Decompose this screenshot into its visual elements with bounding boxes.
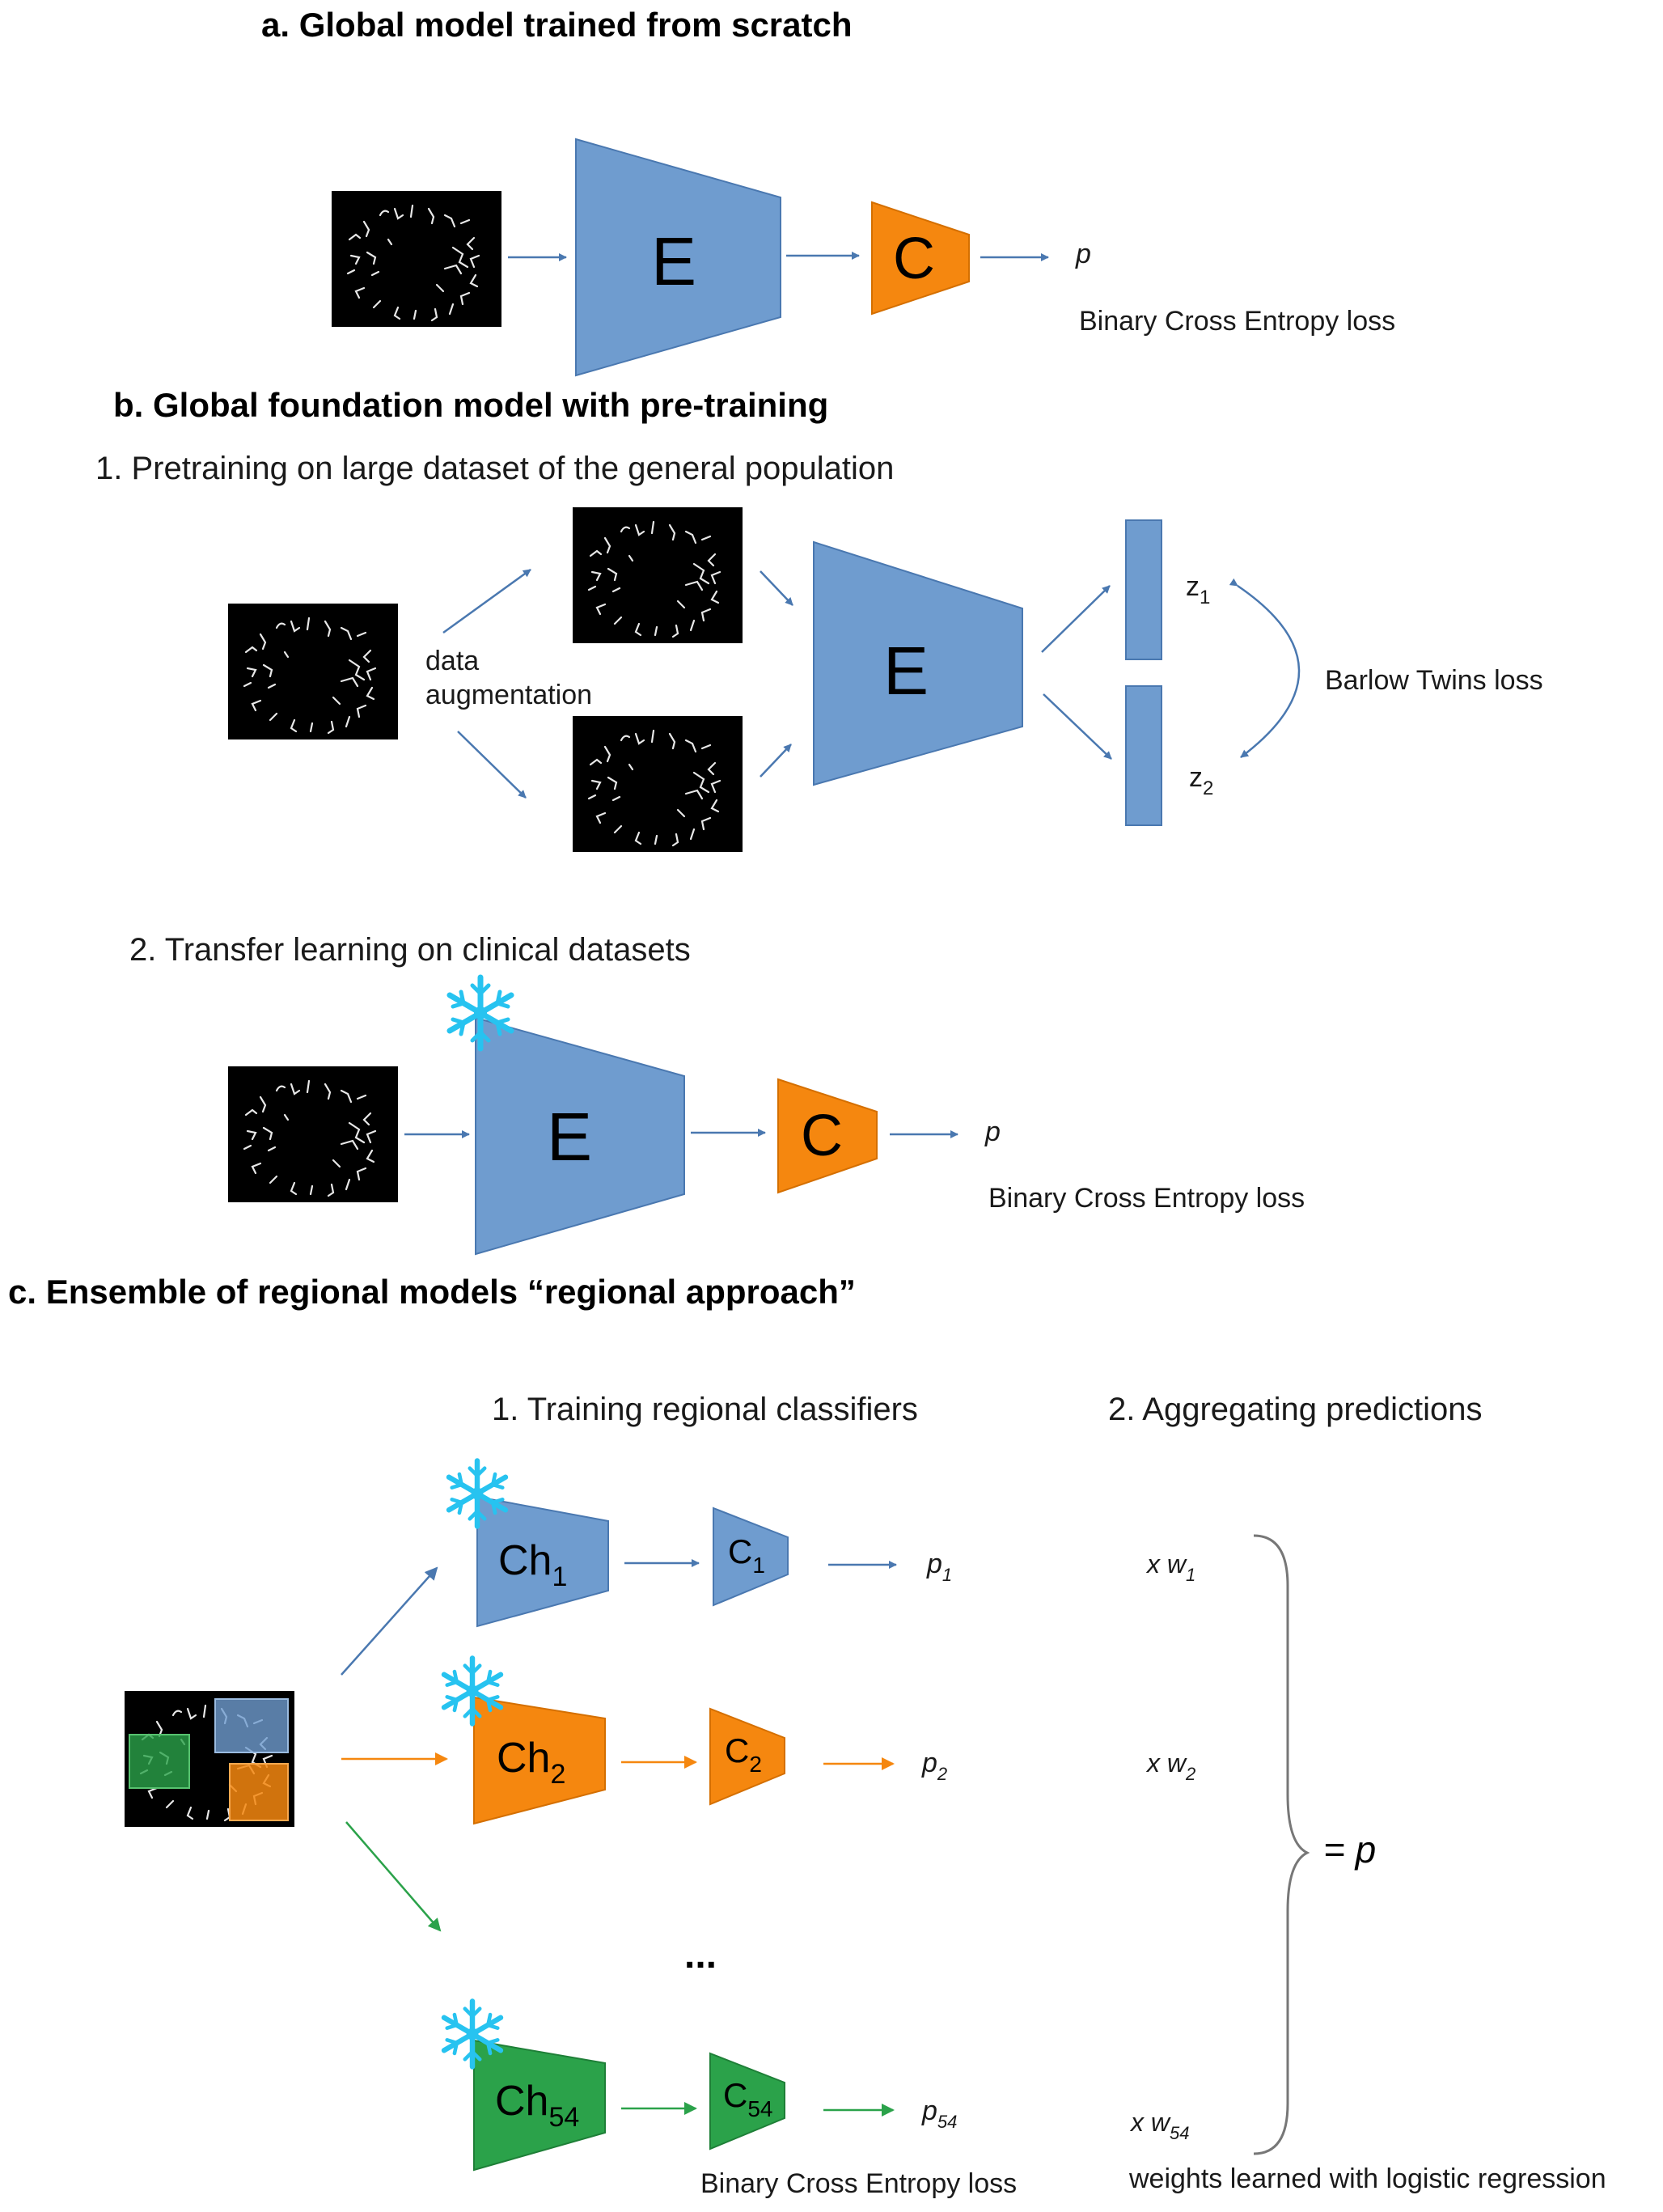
section-b-step1-title: 1. Pretraining on large dataset of the g…	[95, 451, 894, 486]
regional-output-1: p1	[926, 1549, 952, 1585]
aggregation-brace	[1253, 1534, 1310, 2155]
section-b-title: b. Global foundation model with pre-trai…	[113, 386, 828, 424]
region-orange	[229, 1763, 289, 1821]
regional-classifier-1-label: C1	[728, 1532, 765, 1578]
regional-output-2: p2	[921, 1748, 947, 1784]
classifier-a-label: C	[893, 227, 935, 291]
arrow-aug-down	[457, 731, 527, 799]
regional-row-54: Ch54 C54 p54 x w54	[444, 2002, 1189, 2172]
retina-image-b-aug2	[571, 714, 744, 854]
arrow-aug1-enc	[760, 570, 793, 606]
barlow-twins-loss-label: Barlow Twins loss	[1325, 665, 1543, 696]
loss-b2-label: Binary Cross Entropy loss	[988, 1183, 1305, 1214]
aggregate-result: = p	[1323, 1829, 1376, 1871]
arrow-c-row1	[341, 1566, 438, 1676]
barlow-twins-bracket	[1229, 578, 1301, 758]
embedding-z1	[1125, 519, 1162, 660]
regional-encoder-2	[473, 1696, 606, 1825]
z2-label: z2	[1189, 762, 1213, 799]
augmentation-label-line1: data	[425, 646, 479, 676]
regional-classifier-1	[713, 1506, 789, 1607]
retina-image-b2	[226, 1065, 400, 1204]
retina-image-b-original	[226, 602, 400, 741]
regional-encoder-1-label: Ch1	[498, 1537, 567, 1592]
regional-classifier-2-label: C2	[725, 1731, 762, 1777]
region-blue	[214, 1698, 289, 1753]
encoder-b1-label: E	[883, 633, 929, 709]
regional-row-2: Ch2 C2 p2 x w2	[444, 1659, 1195, 1825]
classifier-a	[871, 201, 970, 316]
regional-encoder-54	[473, 2039, 606, 2172]
regional-classifier-2	[709, 1707, 785, 1806]
region-green	[129, 1734, 190, 1789]
regional-output-54: p54	[921, 2095, 957, 2132]
encoder-a-label: E	[651, 223, 696, 299]
z1-label: z1	[1186, 571, 1210, 608]
encoder-b1	[813, 540, 1023, 786]
weight-2: x w2	[1145, 1748, 1195, 1784]
arrow-aug-up	[442, 568, 531, 634]
retina-image-a	[330, 189, 503, 328]
encoder-b2-label: E	[547, 1099, 592, 1175]
loss-c-label: Binary Cross Entropy loss	[700, 2168, 1017, 2199]
section-c-title: c. Ensemble of regional models “regional…	[8, 1273, 856, 1311]
augmentation-label-line2: augmentation	[425, 680, 592, 710]
weights-note: weights learned with logistic regression	[1128, 2163, 1606, 2194]
weight-1: x w1	[1145, 1549, 1195, 1585]
arrow-enc-z1	[1041, 585, 1111, 653]
retina-image-regions	[123, 1689, 296, 1829]
regional-row-1: Ch1 C1 p1 x w1	[449, 1461, 1195, 1628]
section-c-step2-title: 2. Aggregating predictions	[1108, 1392, 1483, 1427]
section-c-step1-title: 1. Training regional classifiers	[492, 1392, 918, 1427]
section-a-title: a. Global model trained from scratch	[261, 6, 853, 44]
loss-a-label: Binary Cross Entropy loss	[1079, 306, 1395, 337]
classifier-b2-label: C	[801, 1104, 843, 1168]
regional-classifier-54	[709, 2052, 785, 2151]
ellipsis: ...	[684, 1934, 717, 1977]
arrow-enc-z2	[1043, 693, 1112, 760]
regional-classifier-54-label: C54	[723, 2076, 773, 2121]
weight-54: x w54	[1129, 2108, 1189, 2143]
encoder-a	[575, 138, 781, 377]
embedding-z2	[1125, 685, 1162, 826]
retina-image-b-aug1	[571, 506, 744, 645]
output-a-label: p	[1075, 239, 1091, 269]
regional-encoder-2-label: Ch2	[497, 1735, 565, 1790]
encoder-b2-frozen	[475, 1016, 685, 1256]
regional-encoder-1	[476, 1495, 609, 1628]
arrow-c-row3	[345, 1821, 442, 1932]
output-b2-label: p	[984, 1117, 1001, 1147]
arrow-aug2-enc	[760, 744, 792, 778]
section-b-step2-title: 2. Transfer learning on clinical dataset…	[129, 932, 691, 968]
regional-encoder-54-label: Ch54	[495, 2078, 579, 2133]
classifier-b2	[777, 1078, 878, 1194]
